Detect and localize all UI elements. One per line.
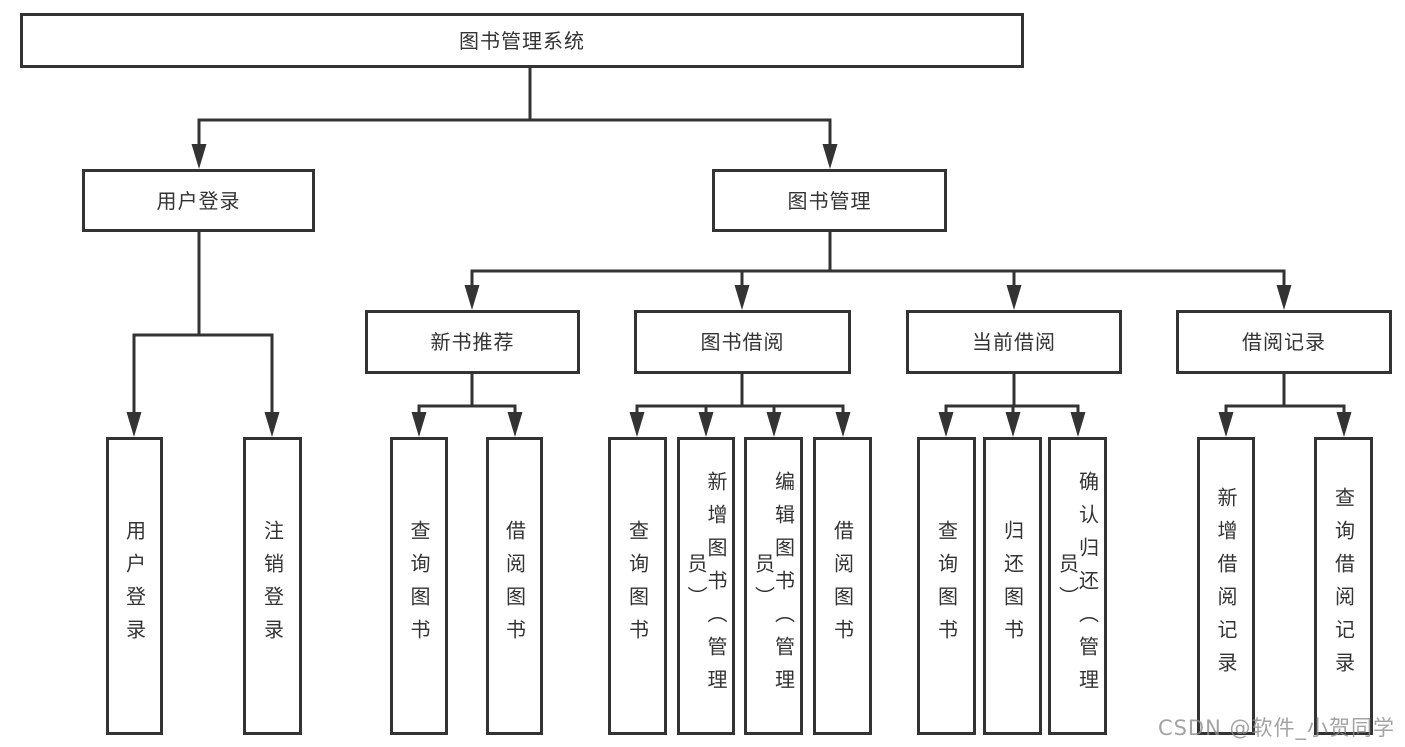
leaf-nbr-borrow-books: 借阅图书: [486, 437, 543, 735]
leaf-bb-query-books: 查询图书: [608, 437, 667, 735]
node-book-borrowing: 图书借阅: [634, 310, 851, 374]
leaf-br-add-borrow-record: 新增借阅记录: [1197, 437, 1255, 735]
leaf-bb-edit-books-admin: 编辑图书（管理员）: [744, 437, 803, 735]
leaf-user-login: 用户登录: [106, 437, 163, 735]
leaf-cb-return-books: 归还图书: [983, 437, 1042, 735]
leaf-bb-borrow-books: 借阅图书: [813, 437, 872, 735]
leaf-nbr-query-books: 查询图书: [390, 437, 448, 735]
node-book-management: 图书管理: [712, 169, 947, 232]
node-root-library-management-system: 图书管理系统: [20, 13, 1024, 68]
csdn-watermark: CSDN @软件_小贺同学: [1157, 716, 1395, 740]
leaf-bb-add-books-admin: 新增图书（管理员）: [677, 437, 735, 735]
leaf-br-query-borrow-record: 查询借阅记录: [1314, 437, 1373, 735]
node-user-login: 用户登录: [82, 169, 315, 232]
node-current-borrowing: 当前借阅: [906, 310, 1122, 374]
leaf-logout: 注销登录: [243, 437, 302, 735]
leaf-cb-confirm-return-admin: 确认归还（管理员）: [1048, 437, 1107, 735]
node-borrowing-records: 借阅记录: [1176, 310, 1392, 374]
node-new-book-recommend: 新书推荐: [365, 310, 580, 374]
leaf-cb-query-books: 查询图书: [917, 437, 976, 735]
